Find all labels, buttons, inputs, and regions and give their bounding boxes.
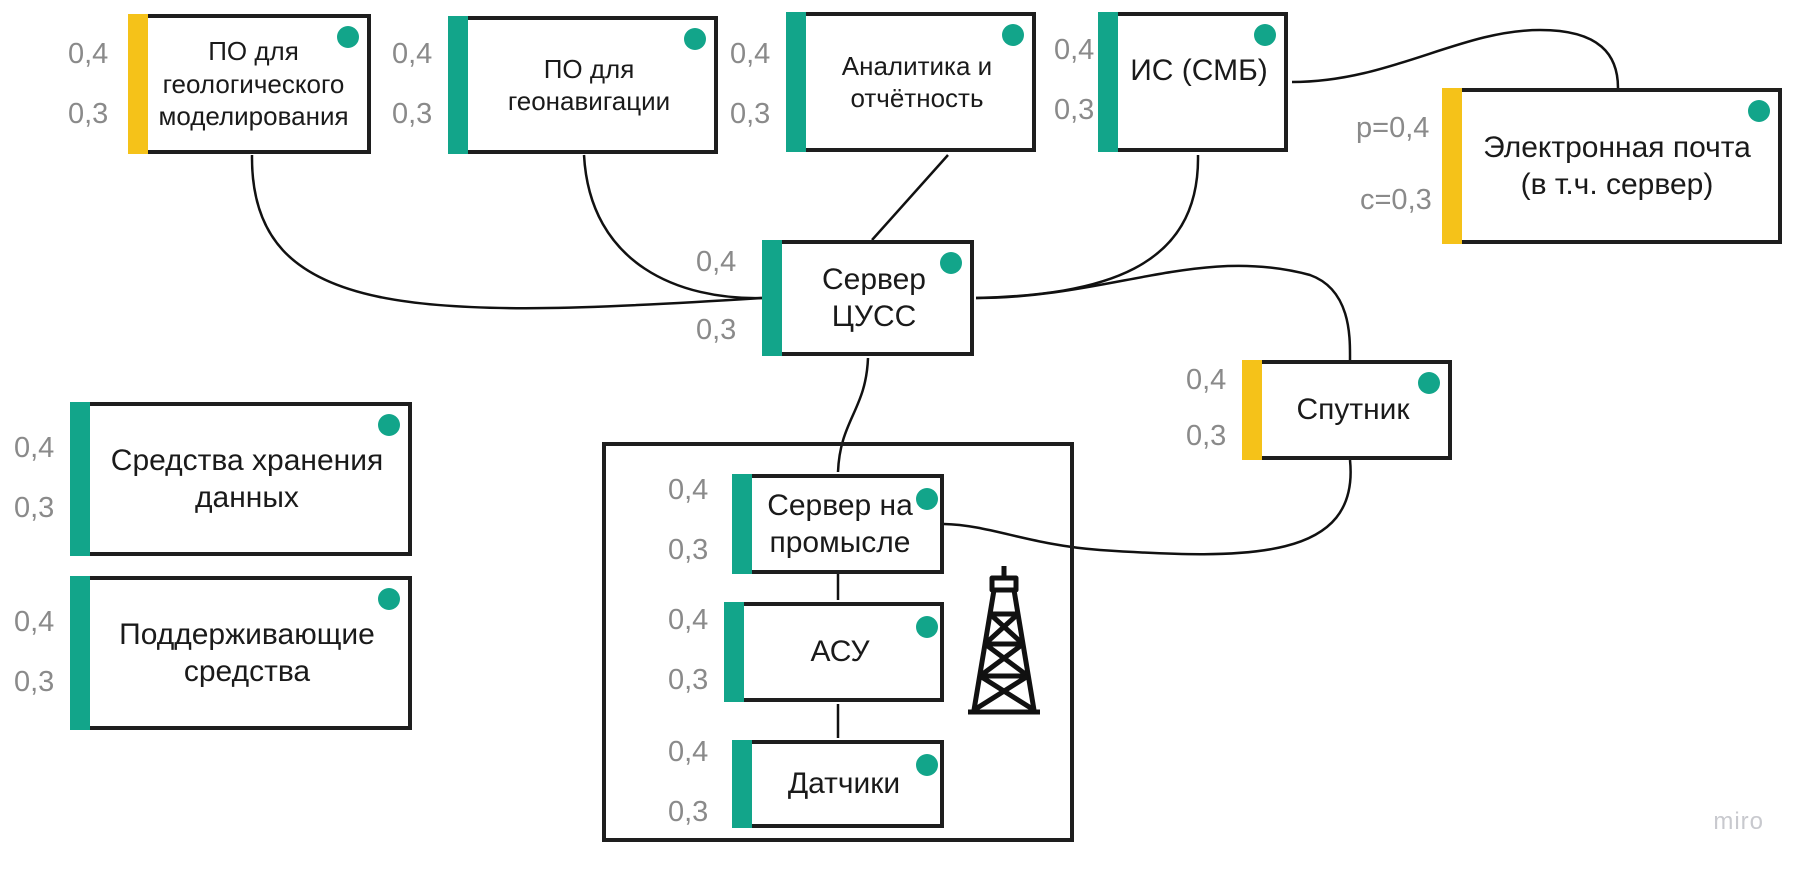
accent-bar bbox=[786, 12, 806, 152]
value-top: 0,4 bbox=[668, 736, 709, 768]
value-top: 0,4 bbox=[14, 606, 55, 638]
value-bottom: 0,3 bbox=[1054, 94, 1095, 126]
value-top: 0,4 bbox=[668, 604, 709, 636]
value-bottom: 0,3 bbox=[1186, 420, 1227, 452]
node-server-cuss[interactable]: Сервер ЦУСС bbox=[762, 240, 974, 356]
accent-bar bbox=[1442, 88, 1462, 244]
value-top: 0,4 bbox=[1054, 34, 1095, 66]
value-top: p=0,4 bbox=[1356, 112, 1430, 144]
node-label: Датчики bbox=[787, 767, 901, 801]
node-label: Аналитика и отчётность bbox=[841, 50, 993, 114]
field-group-frame bbox=[602, 442, 1074, 842]
link-server-cuss-to-satellite[interactable] bbox=[975, 264, 1352, 361]
accent-bar bbox=[732, 474, 752, 574]
oil-derrick-icon bbox=[968, 566, 1040, 715]
link-server-cuss-to-field-server[interactable] bbox=[836, 357, 870, 473]
node-label: Спутник bbox=[1296, 393, 1410, 427]
accent-bar bbox=[128, 14, 148, 154]
value-bottom: 0,3 bbox=[730, 98, 771, 130]
node-analytics[interactable]: Аналитика и отчётность bbox=[786, 12, 1036, 152]
status-dot bbox=[1002, 24, 1024, 46]
value-bottom: 0,3 bbox=[668, 664, 709, 696]
node-label: ПО для геонавигации bbox=[507, 53, 671, 117]
status-dot bbox=[940, 252, 962, 274]
accent-bar bbox=[732, 740, 752, 828]
node-geonavigation[interactable]: ПО для геонавигации bbox=[448, 16, 718, 154]
value-top: 0,4 bbox=[392, 38, 433, 70]
accent-bar bbox=[70, 576, 90, 730]
value-top: 0,4 bbox=[1186, 364, 1227, 396]
value-top: 0,4 bbox=[14, 432, 55, 464]
node-satellite[interactable]: Спутник bbox=[1242, 360, 1452, 460]
status-dot bbox=[378, 588, 400, 610]
node-label: Средства хранения данных bbox=[110, 443, 384, 515]
value-top: 0,4 bbox=[668, 474, 709, 506]
node-field-server[interactable]: Сервер на промысле bbox=[732, 474, 944, 574]
node-label: ИС (СМБ) bbox=[1130, 54, 1268, 88]
accent-bar bbox=[724, 602, 744, 702]
node-email[interactable]: Электронная почта (в т.ч. сервер) bbox=[1442, 88, 1782, 244]
value-bottom: 0,3 bbox=[668, 534, 709, 566]
link-analytics-to-server-cuss[interactable] bbox=[871, 154, 949, 241]
value-bottom: 0,3 bbox=[14, 492, 55, 524]
status-dot bbox=[916, 754, 938, 776]
node-label: ПО для геологического моделирования bbox=[158, 36, 349, 132]
status-dot bbox=[916, 616, 938, 638]
value-bottom: 0,3 bbox=[68, 98, 109, 130]
node-label: Сервер на промысле bbox=[767, 488, 913, 560]
status-dot bbox=[1748, 100, 1770, 122]
node-support[interactable]: Поддерживающие средства bbox=[70, 576, 412, 730]
accent-bar bbox=[70, 402, 90, 556]
node-is-smb[interactable]: ИС (СМБ) bbox=[1098, 12, 1288, 152]
node-label: Сервер ЦУСС bbox=[821, 262, 926, 334]
link-is-smb-to-email[interactable] bbox=[1291, 28, 1620, 89]
accent-bar bbox=[1098, 12, 1118, 152]
value-top: 0,4 bbox=[730, 38, 771, 70]
value-bottom: c=0,3 bbox=[1360, 184, 1432, 216]
value-bottom: 0,3 bbox=[392, 98, 433, 130]
node-sensors[interactable]: Датчики bbox=[732, 740, 944, 828]
link-satellite-to-field-server[interactable] bbox=[943, 459, 1352, 556]
status-dot bbox=[337, 26, 359, 48]
value-bottom: 0,3 bbox=[668, 796, 709, 828]
value-bottom: 0,3 bbox=[696, 314, 737, 346]
node-label: АСУ bbox=[810, 635, 870, 669]
node-label: Поддерживающие средства bbox=[119, 617, 375, 689]
value-bottom: 0,3 bbox=[14, 666, 55, 698]
accent-bar bbox=[448, 16, 468, 154]
link-geonavigation-to-server-cuss[interactable] bbox=[582, 154, 763, 300]
accent-bar bbox=[1242, 360, 1262, 460]
status-dot bbox=[378, 414, 400, 436]
link-geo-modeling-to-server-cuss[interactable] bbox=[250, 154, 763, 310]
status-dot bbox=[916, 488, 938, 510]
node-geo-modeling[interactable]: ПО для геологического моделирования bbox=[128, 14, 371, 154]
status-dot bbox=[1254, 24, 1276, 46]
status-dot bbox=[1418, 372, 1440, 394]
miro-watermark: miro bbox=[1713, 808, 1764, 835]
node-storage[interactable]: Средства хранения данных bbox=[70, 402, 412, 556]
node-asu[interactable]: АСУ bbox=[724, 602, 944, 702]
value-top: 0,4 bbox=[68, 38, 109, 70]
link-is-smb-to-server-cuss[interactable] bbox=[975, 154, 1200, 300]
value-top: 0,4 bbox=[696, 246, 737, 278]
status-dot bbox=[684, 28, 706, 50]
node-label: Электронная почта (в т.ч. сервер) bbox=[1483, 130, 1751, 202]
accent-bar bbox=[762, 240, 782, 356]
